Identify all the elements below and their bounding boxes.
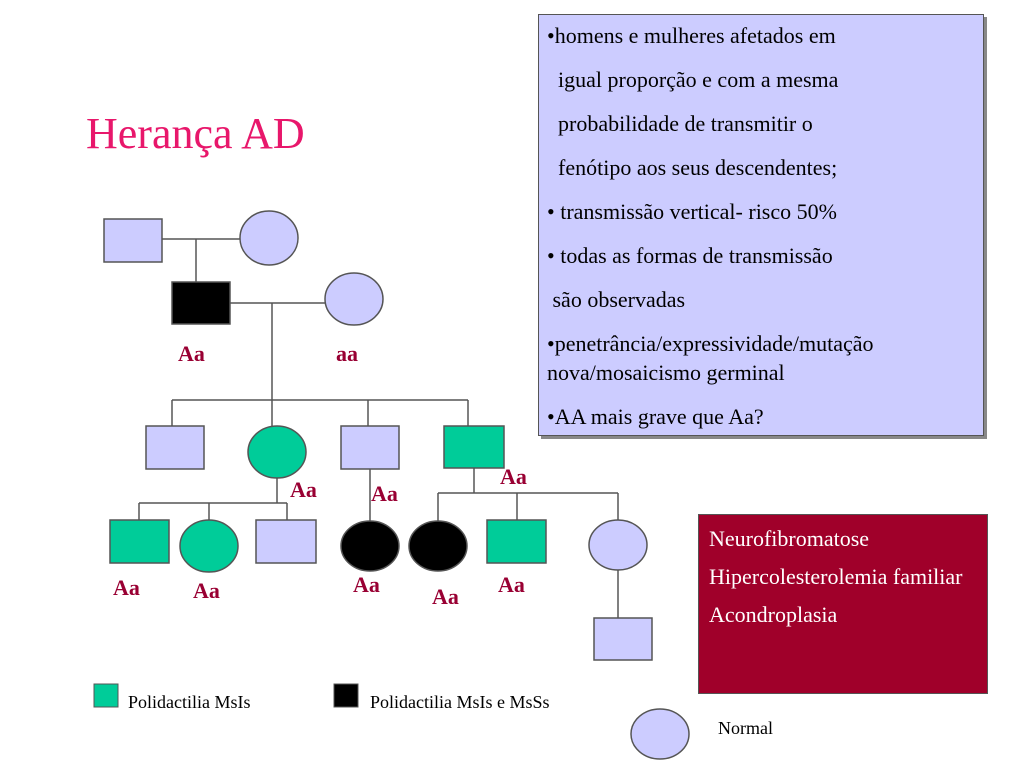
legend-green-label: Polidactilia MsIs [128,692,251,712]
legend-black-swatch [333,683,359,708]
feature-line: •homens e mulheres afetados em [547,23,836,48]
genotype-label: Aa [500,464,527,489]
feature-line: •AA mais grave que Aa? [547,404,764,429]
feature-line: são observadas [547,287,686,312]
legend-black-label: Polidactilia MsIs e MsSs [370,692,550,712]
genotype-label: Aa [371,481,398,506]
feature-line: • transmissão vertical- risco 50% [547,199,837,224]
feature-line: nova/mosaicismo germinal [547,360,785,385]
gen3-male-normal [145,425,205,470]
feature-line: • todas as formas de transmissão [547,243,833,268]
genotype-label: Aa [353,572,380,597]
disease-item: Acondroplasia [709,602,838,627]
genotype-label: Aa [113,575,140,600]
gen2-male-affected [171,281,231,325]
pedigree-lines [138,238,619,618]
inheritance-features-box: •homens e mulheres afetados em igual pro… [538,14,984,436]
gen4-male-affected [109,519,170,564]
feature-line: •penetrância/expressividade/mutação [547,331,874,356]
feature-line: fenótipo aos seus descendentes; [547,155,838,180]
gen4-female-normal [588,519,648,571]
feature-line: probabilidade de transmitir o [547,111,813,136]
disease-item: Neurofibromatose [709,526,870,551]
disease-item: Hipercolesterolemia familiar [709,564,963,589]
genotype-label: aa [336,341,358,366]
gen3-male-normal [340,425,400,470]
gen2-female-normal [324,272,384,326]
feature-line: igual proporção e com a mesma [547,67,839,92]
legend-green-swatch [93,683,119,708]
gen4-male-normal [255,519,317,564]
gen5-male-normal [593,617,653,661]
legend-normal-symbol [630,708,690,760]
page-title: Herança AD [86,109,305,158]
gen4-female-severe [340,520,400,572]
disease-examples-box: Neurofibromatose Hipercolesterolemia fam… [698,514,988,694]
gen3-male-affected [443,425,505,469]
gen1-male-normal [103,218,163,263]
genotype-label: Aa [290,477,317,502]
genotype-label: Aa [498,572,525,597]
gen4-male-affected [486,519,547,564]
gen4-female-severe [408,520,468,572]
gen1-female-normal [239,210,299,266]
legend-normal-label: Normal [718,718,773,738]
genotype-label: Aa [193,578,220,603]
genotype-label: Aa [178,341,205,366]
genotype-label: Aa [432,584,459,609]
gen4-female-affected [179,519,239,573]
gen3-female-affected [247,425,307,479]
